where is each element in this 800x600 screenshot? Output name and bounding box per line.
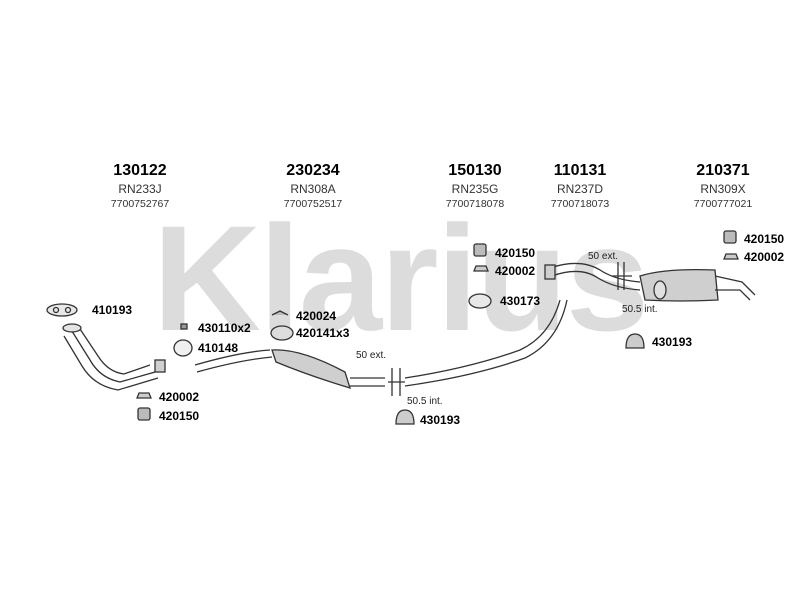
cut-mark-1 — [388, 368, 405, 396]
mount-420150c — [723, 230, 737, 244]
pipe-clip — [544, 264, 556, 280]
label-430193-rear: 430193 — [652, 335, 693, 349]
part-number: 110131 — [553, 162, 607, 179]
ref-code: RN233J — [118, 182, 162, 196]
middle-silencer — [271, 349, 351, 389]
part-number: 230234 — [286, 162, 340, 179]
note-int-1: 50.5 int. — [407, 396, 443, 407]
clamp-420024 — [271, 310, 289, 316]
gasket-410193 — [46, 303, 78, 317]
connector-pipe — [549, 262, 641, 283]
rear-intermediate-pipe — [404, 299, 561, 379]
mount-420002a — [136, 392, 152, 399]
tailpipe — [714, 275, 756, 301]
label-420150-rear: 420150 — [744, 232, 785, 246]
label-430110: 430110x2 — [198, 321, 251, 335]
mount-420150b — [473, 243, 487, 257]
rear-silencer-end — [653, 280, 667, 300]
label-410148: 410148 — [198, 341, 239, 355]
watermark-text: Klarius — [153, 194, 648, 362]
part-number: 130122 — [113, 162, 167, 179]
bolt-430110 — [180, 323, 188, 330]
note-int-2: 50.5 int. — [622, 304, 658, 315]
rear-intermediate-pipe-lower — [404, 299, 568, 387]
header-230234: 230234 RN308A 7700752517 — [248, 162, 378, 210]
intermediate-pipe-lower — [196, 356, 273, 373]
label-420150-front: 420150 — [159, 409, 200, 423]
mount-420002b — [473, 265, 489, 272]
header-210371: 210371 RN309X 7700777021 — [658, 162, 788, 210]
oem-number: 7700777021 — [693, 198, 753, 210]
label-410193: 410193 — [92, 303, 133, 317]
silencer-outlet — [350, 377, 385, 387]
ring-410148 — [173, 339, 193, 357]
mount-420150a — [137, 407, 151, 421]
front-pipe-joint — [154, 359, 166, 373]
rear-silencer — [639, 268, 719, 302]
gasket-hole-2 — [64, 306, 72, 314]
front-pipe-third — [63, 335, 159, 391]
clamp-420141 — [270, 325, 294, 341]
ref-code: RN237D — [556, 182, 604, 196]
hanger-430193b — [625, 333, 645, 349]
front-pipe-flange — [62, 323, 82, 333]
label-420141: 420141x3 — [296, 326, 350, 340]
connector-pipe-lower — [551, 270, 641, 291]
label-420002-mid: 420002 — [495, 264, 536, 278]
oem-number: 7700752767 — [110, 198, 170, 210]
part-number: 150130 — [448, 162, 502, 179]
front-pipe-second — [77, 325, 151, 375]
header-130122: 130122 RN233J 7700752767 — [75, 162, 205, 210]
label-420150-mid: 420150 — [495, 246, 536, 260]
label-420002-rear: 420002 — [744, 250, 785, 264]
oem-number: 7700718078 — [445, 198, 505, 210]
label-420024: 420024 — [296, 309, 337, 323]
ref-code: RN235G — [451, 182, 499, 196]
ref-code: RN308A — [290, 182, 336, 196]
mount-420002c — [723, 253, 739, 260]
note-ext-1: 50 ext. — [356, 350, 387, 361]
oem-number: 7700752517 — [283, 198, 343, 210]
gasket-430173 — [468, 293, 492, 309]
label-430173: 430173 — [500, 294, 541, 308]
header-110131: 110131 RN237D 7700718073 — [515, 162, 645, 210]
intermediate-pipe — [194, 349, 271, 366]
gasket-hole — [52, 306, 60, 314]
header-150130: 150130 RN235G 7700718078 — [410, 162, 540, 210]
front-pipe — [69, 327, 161, 383]
part-number: 210371 — [696, 162, 750, 179]
cut-mark-2 — [612, 262, 632, 290]
label-420002-front: 420002 — [159, 390, 200, 404]
ref-code: RN309X — [700, 182, 746, 196]
label-430193-mid: 430193 — [420, 413, 461, 427]
hanger-430193a — [395, 409, 415, 425]
note-ext-2: 50 ext. — [588, 251, 619, 262]
oem-number: 7700718073 — [550, 198, 610, 210]
